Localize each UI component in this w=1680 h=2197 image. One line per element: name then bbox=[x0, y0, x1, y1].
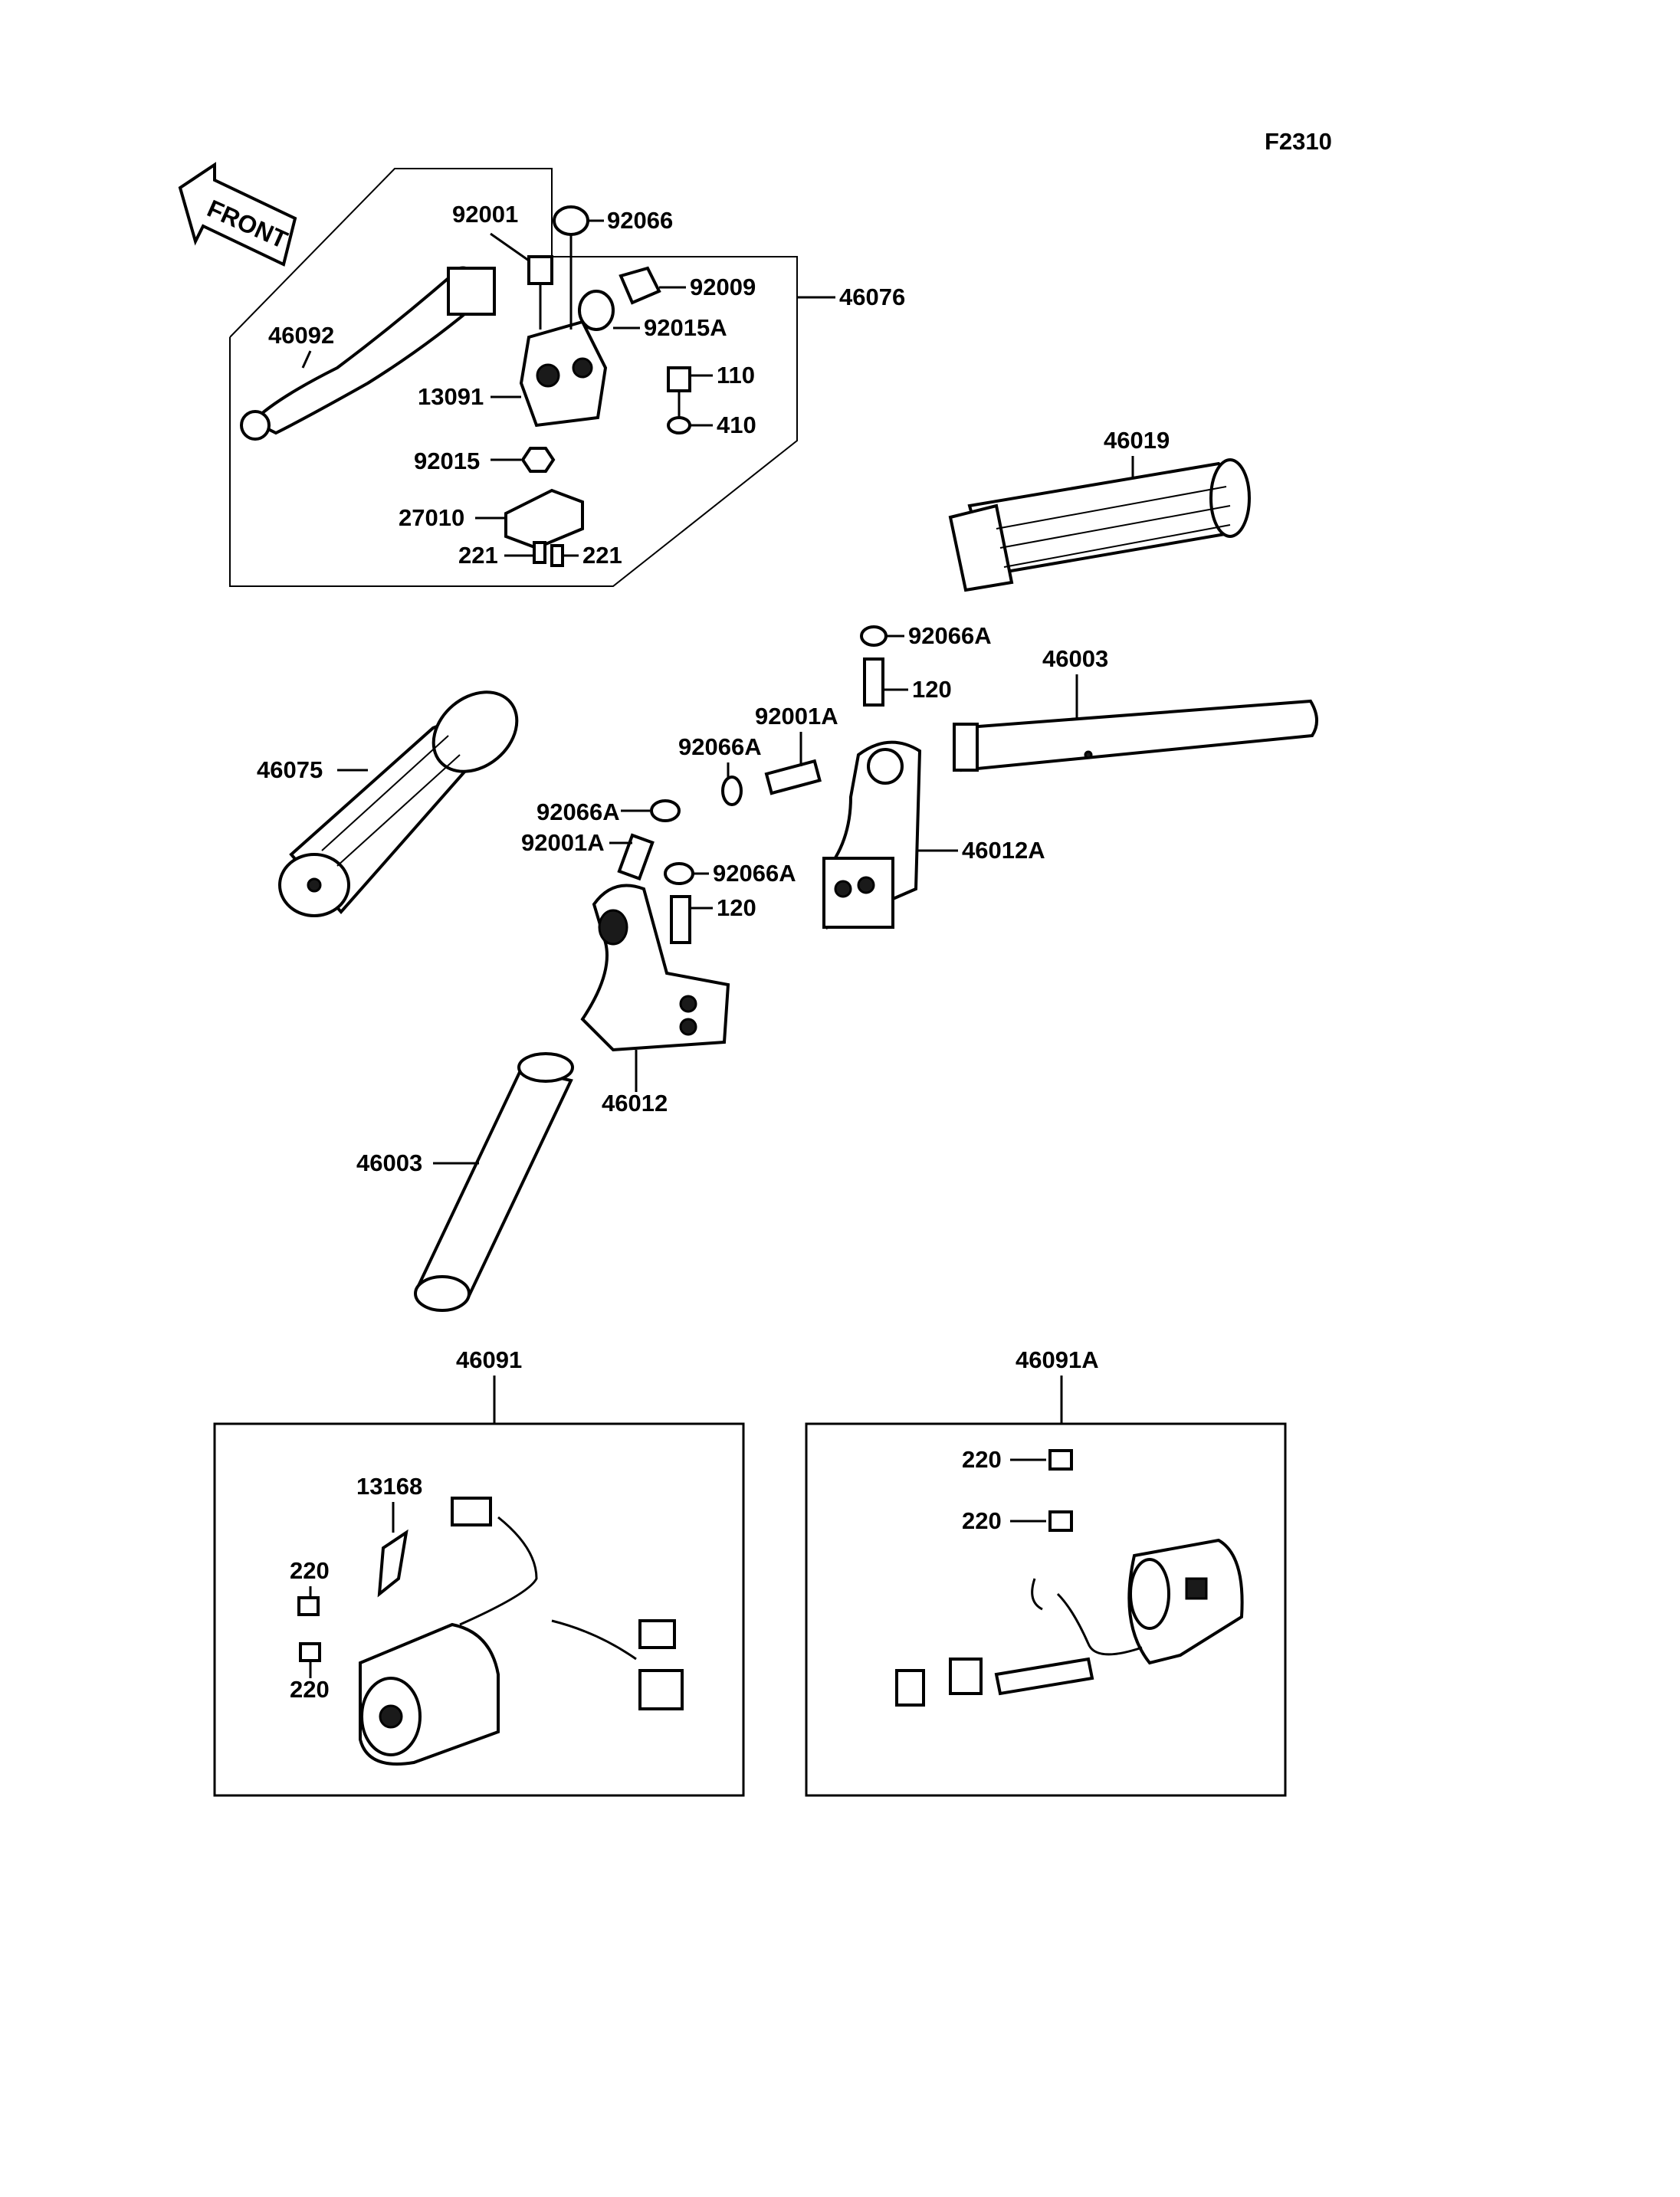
lever-holder bbox=[519, 320, 608, 428]
label-46091A: 46091A bbox=[1016, 1346, 1099, 1373]
screw-221-b bbox=[550, 544, 564, 567]
label-92066A-left: 92066A bbox=[536, 798, 620, 825]
label-46092: 46092 bbox=[268, 322, 334, 349]
washer-410 bbox=[667, 416, 691, 434]
label-110: 110 bbox=[717, 362, 755, 389]
label-46019: 46019 bbox=[1104, 427, 1170, 454]
label-46012A: 46012A bbox=[962, 837, 1045, 864]
right-throttle-grip bbox=[948, 458, 1251, 592]
label-410: 410 bbox=[717, 412, 756, 438]
right-handlebar-switch bbox=[895, 1538, 1244, 1707]
screw-220-b bbox=[299, 1642, 321, 1662]
label-221-a: 221 bbox=[458, 542, 498, 569]
label-92001: 92001 bbox=[452, 201, 518, 228]
label-92015: 92015 bbox=[414, 448, 480, 474]
right-switch-box bbox=[805, 1422, 1287, 1797]
left-handlebar-clamp bbox=[580, 884, 730, 1052]
label-120-top: 120 bbox=[912, 676, 952, 703]
label-120-low: 120 bbox=[717, 894, 756, 921]
screw-220-d bbox=[1048, 1510, 1073, 1532]
screw-221-a bbox=[533, 541, 546, 564]
label-220-a: 220 bbox=[290, 1557, 330, 1584]
label-92066A-mid: 92066A bbox=[678, 733, 762, 760]
bolt-92001A-left bbox=[617, 833, 655, 881]
cap-92066 bbox=[553, 205, 589, 236]
label-221-b: 221 bbox=[582, 542, 622, 569]
label-46076: 46076 bbox=[839, 284, 905, 310]
left-handlebar-grip bbox=[278, 690, 519, 917]
nut-92015A bbox=[578, 290, 615, 331]
label-46075: 46075 bbox=[257, 756, 323, 783]
label-220-b: 220 bbox=[290, 1676, 330, 1703]
left-switch-box bbox=[213, 1422, 745, 1797]
right-handlebar-tube bbox=[953, 699, 1318, 772]
left-handlebar-switch bbox=[359, 1497, 684, 1766]
label-92066: 92066 bbox=[607, 207, 673, 234]
label-92009: 92009 bbox=[690, 274, 756, 300]
washer-92066A-low bbox=[664, 862, 694, 885]
switch-27010 bbox=[504, 488, 584, 550]
clutch-lever bbox=[240, 266, 496, 441]
screw-220-a bbox=[297, 1596, 320, 1616]
label-46012: 46012 bbox=[602, 1090, 668, 1117]
washer-92066A-mid bbox=[721, 776, 743, 806]
screw-92009 bbox=[619, 266, 661, 305]
label-92001A-left: 92001A bbox=[521, 829, 605, 856]
screw-110 bbox=[667, 366, 691, 392]
bolt-92001 bbox=[527, 255, 553, 285]
label-13168: 13168 bbox=[356, 1473, 422, 1500]
diagram-code: F2310 bbox=[1265, 128, 1332, 155]
label-92001A-right: 92001A bbox=[755, 703, 838, 730]
washer-92066A-left bbox=[650, 799, 681, 822]
label-220-c: 220 bbox=[962, 1446, 1002, 1473]
washer-92066A-top bbox=[860, 625, 888, 647]
label-13091: 13091 bbox=[418, 383, 484, 410]
front-arrow-icon: FRONT bbox=[178, 162, 297, 267]
bolt-120-top bbox=[863, 657, 884, 707]
right-handlebar-clamp bbox=[822, 740, 922, 930]
bolt-92001A-right bbox=[764, 759, 822, 795]
label-92015A: 92015A bbox=[644, 314, 727, 341]
label-46003-left: 46003 bbox=[356, 1149, 422, 1176]
label-92066A-low: 92066A bbox=[713, 860, 796, 887]
label-27010: 27010 bbox=[399, 504, 464, 531]
lever-group-outline bbox=[229, 168, 798, 587]
label-92066A-top: 92066A bbox=[908, 622, 992, 649]
left-handlebar-tube bbox=[414, 1052, 574, 1312]
nut-92015 bbox=[520, 447, 556, 473]
label-220-d: 220 bbox=[962, 1507, 1002, 1534]
label-46003-right: 46003 bbox=[1042, 645, 1108, 672]
screw-220-c bbox=[1048, 1449, 1073, 1471]
label-46091: 46091 bbox=[456, 1346, 522, 1373]
bolt-120-low bbox=[670, 895, 691, 944]
